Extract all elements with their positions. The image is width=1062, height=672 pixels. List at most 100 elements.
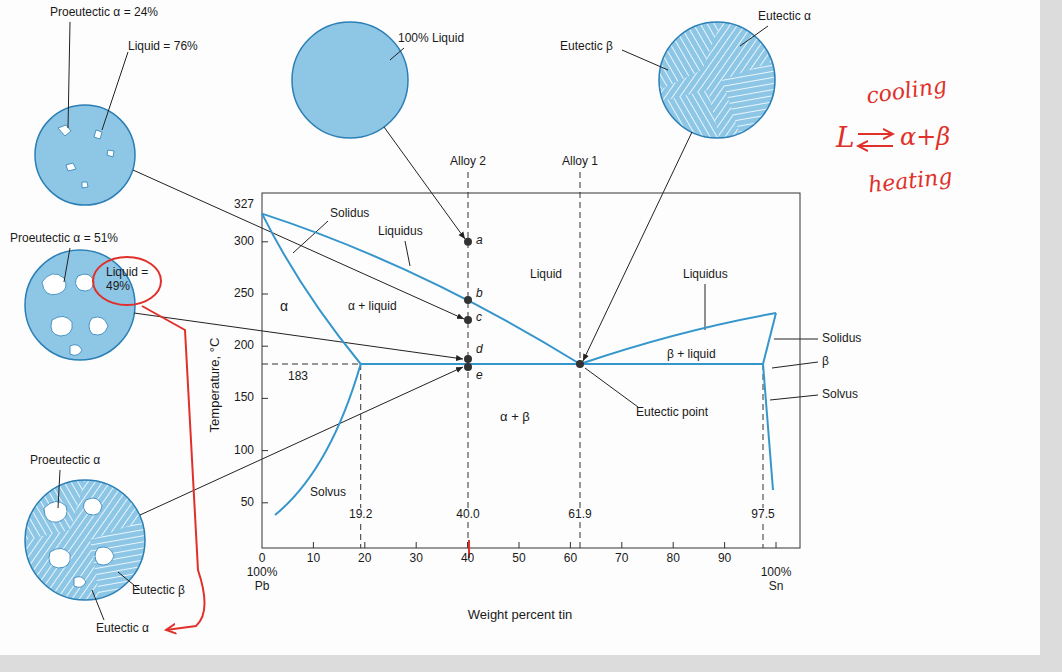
axis-tick: 100% Pb: [244, 566, 280, 594]
composition-value: 19.2: [347, 508, 374, 522]
red-annotation: [858, 145, 893, 147]
axis-tick: 70: [615, 552, 628, 566]
microstructure-circle: [655, 18, 782, 142]
callout-label: 100% Liquid: [398, 32, 464, 46]
microstructure-circle: [292, 22, 408, 138]
leader-line: [64, 248, 70, 282]
leader-line: [405, 241, 410, 266]
axis-tick: 20: [358, 552, 371, 566]
axis-tick: 0: [259, 552, 266, 566]
composition-value: 97.5: [749, 508, 776, 522]
curve-label: Solvus: [822, 388, 858, 402]
microstructure-circle: [25, 480, 145, 600]
phase-label: β + liquid: [667, 348, 716, 362]
microstructure-circle: [658, 90, 720, 142]
microstructure-circle: [655, 20, 722, 92]
page-ground: [1040, 0, 1062, 672]
microstructure-circle: [659, 22, 775, 138]
leader-line: [705, 284, 706, 330]
red-annotation: [142, 306, 205, 630]
phase-boundary: [275, 364, 361, 515]
alloy-label: Alloy 1: [562, 155, 598, 169]
phase-boundary: [262, 214, 580, 364]
microstructure-circle: [25, 18, 782, 600]
microstructure-circle: [42, 274, 108, 356]
axis-tick: 100% Sn: [758, 566, 794, 594]
composition-value: 61.9: [566, 508, 593, 522]
state-point: [464, 238, 472, 246]
axis-tick: 30: [410, 552, 423, 566]
phase-boundary: [361, 363, 763, 365]
state-point: [576, 360, 584, 368]
state-point: [464, 363, 472, 371]
plot-frame: [262, 193, 800, 548]
state-point: [464, 355, 472, 363]
dashed-guide: [262, 172, 763, 548]
callout-label: Eutectic β: [132, 584, 185, 598]
leader-line: [102, 52, 128, 130]
curve-label: Solidus: [330, 207, 369, 221]
phase-label: α + liquid: [348, 300, 397, 314]
temperature-value: 183: [288, 370, 308, 384]
leader-line: [92, 590, 104, 620]
leader-line: [134, 313, 463, 359]
callout-label: Proeutectic α: [30, 454, 100, 468]
axis-tick: 80: [667, 552, 680, 566]
phase-label: α + β: [500, 410, 530, 425]
state-point: [464, 316, 472, 324]
leader-line: [772, 362, 818, 368]
axis-tick: 50: [241, 496, 254, 510]
phase-label: α: [280, 298, 288, 314]
axis-title: Weight percent tin: [468, 608, 573, 623]
leader-line: [390, 48, 404, 60]
phase-boundary: [763, 364, 773, 490]
microstructure-circle: [25, 480, 145, 600]
axis-tick: 10: [307, 552, 320, 566]
callout-label: Proeutectic α = 51%: [10, 232, 118, 246]
state-point: [464, 238, 584, 371]
red-annotation: [93, 134, 893, 630]
phase-label: β: [822, 355, 829, 369]
axis-tick: 300: [234, 235, 254, 249]
point-letter: a: [476, 234, 483, 248]
callout-label: Liquid = 76%: [128, 40, 198, 54]
microstructure-circle: [722, 58, 782, 142]
leader-line: [585, 368, 638, 407]
axis-tick: 250: [234, 287, 254, 301]
axis-tick: 100: [234, 444, 254, 458]
microstructure-circle: [35, 105, 135, 205]
leader-line: [770, 395, 818, 400]
axis-tick: 327: [234, 198, 254, 212]
plot-frame: [313, 542, 776, 548]
dashed-guide: [262, 364, 361, 365]
handwritten-note: heating: [867, 164, 954, 198]
point-letter: e: [476, 369, 483, 383]
leader-line: [58, 22, 818, 620]
red-annotation: [858, 133, 893, 135]
alloy-label: Alloy 2: [450, 155, 486, 169]
callout-label: Eutectic α: [96, 622, 149, 636]
plot-frame: [262, 242, 268, 503]
point-letter: d: [476, 343, 483, 357]
point-label: Eutectic point: [636, 406, 708, 420]
leader-line: [622, 50, 668, 70]
curve-label: Solvus: [310, 486, 346, 500]
leader-line: [384, 127, 465, 239]
microstructure-circle: [58, 125, 114, 188]
axis-tick: 40: [461, 552, 474, 566]
leader-line: [583, 132, 692, 361]
point-letter: c: [476, 311, 482, 325]
axis-tick: 50: [512, 552, 525, 566]
microstructure-circle: [44, 498, 114, 587]
phase-boundary: [262, 214, 361, 364]
handwritten-note: α+β: [900, 124, 950, 152]
axis-tick: 200: [234, 339, 254, 353]
phase-boundary: [763, 313, 776, 364]
curve-label: Liquidus: [683, 268, 728, 282]
phase-boundary: [580, 313, 776, 364]
plot-frame: [262, 193, 800, 548]
curve-label: Liquidus: [378, 225, 423, 239]
callout-label: Liquid = 49%: [106, 266, 150, 294]
point-letter: b: [476, 287, 483, 301]
